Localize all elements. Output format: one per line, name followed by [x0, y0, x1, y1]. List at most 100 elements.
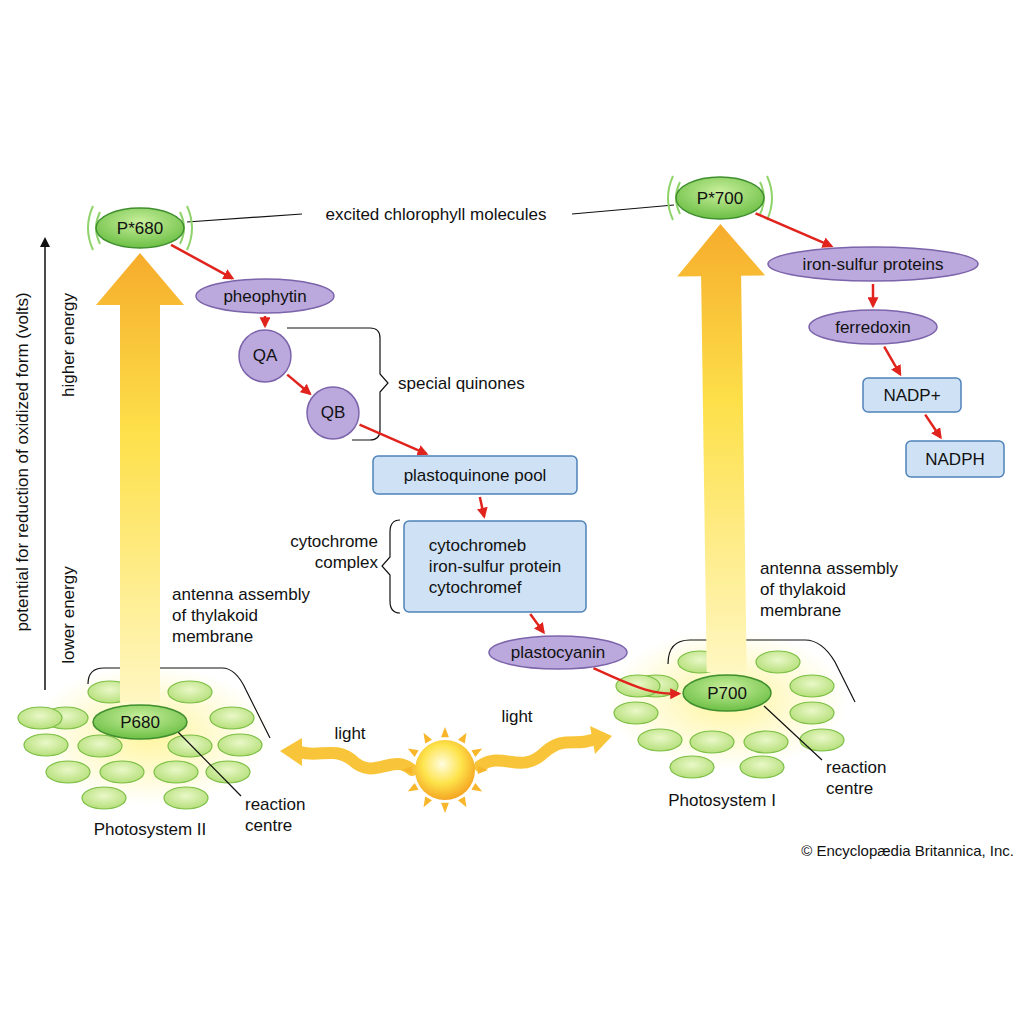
rect-shape	[906, 441, 1004, 477]
ellipse-shape	[683, 675, 771, 711]
sun-ray	[408, 783, 419, 792]
annotation-label: special quinones	[398, 373, 525, 394]
antenna-disk	[18, 707, 62, 729]
electron-flow-arrow	[884, 347, 900, 375]
electron-flow-arrow	[872, 284, 875, 306]
node-content: NADP+	[883, 385, 940, 406]
antenna-disk	[154, 761, 198, 783]
node-label: iron-sulfur protein	[429, 556, 561, 577]
annotation-label: excited chlorophyll molecules	[325, 204, 546, 225]
sun-ray	[424, 796, 433, 807]
sun-ray	[471, 783, 482, 792]
rect-shape	[404, 521, 586, 612]
node-content: pheophytin	[223, 286, 306, 307]
electron-flow-arrow	[530, 614, 543, 632]
antenna-disk	[24, 734, 68, 756]
light-arrow	[480, 726, 612, 766]
antenna-disk	[790, 702, 834, 724]
node-content: iron-sulfur proteins	[803, 254, 944, 275]
energy-axis	[44, 242, 46, 690]
ellipse-shape	[768, 247, 978, 281]
node-content: NADPH	[925, 449, 985, 470]
quinone-circle: QA	[238, 329, 292, 383]
carrier-ellipse: ferredoxin	[808, 309, 938, 345]
excitation-arrow	[96, 253, 184, 702]
node-label: QA	[253, 345, 278, 366]
rect-shape	[863, 378, 961, 412]
node-content: QA	[253, 345, 278, 366]
process-box: NADP+	[862, 377, 962, 413]
copyright-note: © Encyclopædia Britannica, Inc.	[801, 840, 1014, 861]
reaction-centre: P680	[92, 704, 188, 740]
node-content: P700	[707, 683, 747, 704]
node-label: P*700	[697, 188, 743, 209]
antenna-disk	[206, 761, 250, 783]
node-content: ferredoxin	[835, 317, 911, 338]
carrier-ellipse: iron-sulfur proteins	[767, 246, 979, 282]
sun-ray	[471, 749, 482, 758]
node-content: P680	[120, 712, 160, 733]
sun-ray	[441, 727, 449, 737]
antenna-disk	[164, 787, 208, 809]
node-label: cytochromeb	[429, 535, 561, 556]
brace	[382, 520, 400, 613]
node-content: QB	[321, 402, 346, 423]
quinone-circle: QB	[306, 386, 360, 440]
electron-flow-arrow	[480, 497, 484, 517]
node-label: plastocyanin	[511, 642, 606, 663]
bracket	[287, 328, 388, 440]
annotation-label: light	[334, 723, 365, 744]
electron-flow-arrow	[925, 415, 940, 438]
ellipse-shape	[307, 387, 359, 439]
node-label: P700	[707, 683, 747, 704]
excited-chlorophyll: P*700	[675, 176, 765, 220]
sun-ray	[441, 803, 449, 813]
antenna-disk	[82, 787, 126, 809]
antenna-disk	[168, 735, 212, 757]
process-box: plastoquinone pool	[372, 455, 578, 495]
antenna-disk	[638, 729, 682, 751]
node-content: plastoquinone pool	[404, 465, 547, 486]
ellipse-shape	[96, 208, 184, 248]
antenna-disk	[670, 756, 714, 778]
leader-line	[572, 205, 674, 214]
carrier-ellipse: pheophytin	[195, 278, 335, 314]
node-label: QB	[321, 402, 346, 423]
sun-rays	[402, 727, 488, 813]
node-label: ferredoxin	[835, 317, 911, 338]
node-content: cytochromebiron-sulfur proteincytochrome…	[429, 535, 561, 598]
annotation-label: reaction centre	[245, 794, 335, 836]
node-label: P680	[120, 712, 160, 733]
annotation-label: light	[501, 706, 532, 727]
process-box: NADPH	[905, 440, 1005, 478]
antenna-disk	[218, 734, 262, 756]
antenna-disk	[800, 729, 844, 751]
annotation-label: antenna assembly of thylakoid membrane	[760, 558, 910, 621]
leader-line	[187, 214, 302, 222]
annotation-label: cytochrome complex	[262, 531, 378, 573]
bracket	[88, 668, 270, 738]
antenna-disk	[78, 735, 122, 757]
light-arrow	[280, 738, 412, 770]
antenna-disk	[168, 681, 212, 703]
node-label: plastoquinone pool	[404, 465, 547, 486]
node-content: plastocyanin	[511, 642, 606, 663]
node-label: iron-sulfur proteins	[803, 254, 944, 275]
node-content: P*700	[697, 188, 743, 209]
electron-flow-arrow	[287, 375, 310, 394]
antenna-disk	[690, 731, 734, 753]
node-content: P*680	[117, 218, 163, 239]
excited-chlorophyll: P*680	[95, 207, 185, 249]
antenna-disk	[744, 731, 788, 753]
node-label: pheophytin	[223, 286, 306, 307]
antenna-disk	[210, 707, 254, 729]
annotation-label: reaction centre	[826, 757, 916, 799]
antenna-disk	[756, 651, 800, 673]
carrier-ellipse: plastocyanin	[488, 635, 628, 670]
node-label: NADP+	[883, 385, 940, 406]
electron-flow-arrow	[360, 425, 427, 454]
axis-label: higher energy	[58, 293, 79, 397]
sun-ray	[458, 796, 467, 807]
ellipse-shape	[93, 705, 187, 739]
